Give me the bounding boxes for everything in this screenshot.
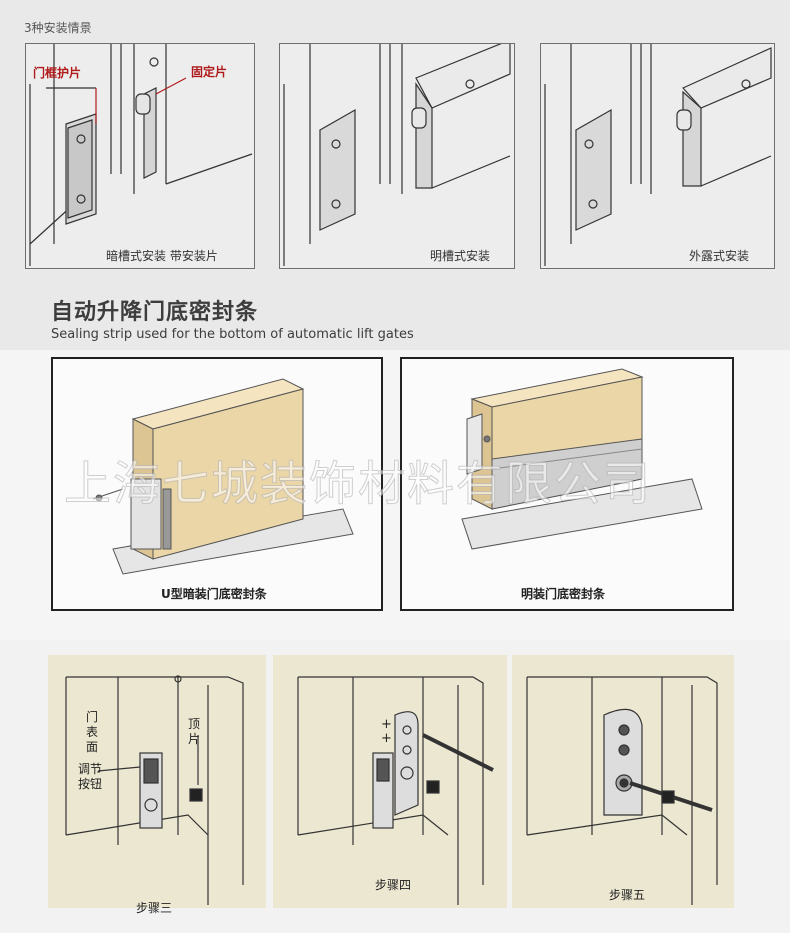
install-caption-exposed: 外露式安装 (689, 249, 750, 263)
plus-mark-two: + (381, 731, 392, 746)
step-caption-five: 步骤五 (609, 888, 646, 902)
product-caption-u-concealed: U型暗装门底密封条 (161, 587, 267, 601)
product-box-surface: 明装门底密封条 (400, 357, 734, 611)
concealed-install-illustration (29, 44, 253, 266)
step-caption-three: 步骤三 (136, 901, 173, 915)
product-box-u-concealed: U型暗装门底密封条 (51, 357, 383, 611)
exposed-install-illustration (544, 44, 772, 266)
open-groove-install-illustration (283, 44, 511, 266)
u-concealed-strip-illustration (92, 378, 354, 575)
company-watermark: 上海七城装饰材料有限公司 (64, 457, 652, 513)
step-caption-four: 步骤四 (375, 878, 412, 892)
install-panel-open-groove: 明槽式安装 (279, 43, 515, 269)
install-caption-concealed: 暗槽式安装 带安装片 (106, 249, 218, 263)
install-panel-concealed: 门框护片 固定片 暗槽式安装 带安装片 (25, 43, 255, 269)
surface-strip-illustration (461, 368, 703, 550)
page-subtitle: Sealing strip used for the bottom of aut… (51, 327, 414, 342)
step-panel-four: + + 步骤四 (273, 655, 507, 908)
product-caption-surface: 明装门底密封条 (521, 587, 606, 601)
label-door-face: 门表面 (86, 710, 99, 754)
callout-fixing-piece: 固定片 (191, 65, 228, 79)
label-adjust-button: 调节按钮 (78, 762, 103, 791)
callout-frame-guard: 门框护片 (33, 66, 82, 80)
page-title: 自动升降门底密封条 (51, 300, 259, 325)
install-panel-exposed: 外露式安装 (540, 43, 775, 269)
step-panel-three: 门表面 调节按钮 顶片 步骤三 (48, 655, 266, 915)
step-four-illustration (297, 676, 494, 905)
label-top-piece: 顶片 (188, 717, 201, 746)
plus-mark-one: + (381, 717, 392, 732)
step-five-illustration (526, 676, 718, 905)
step-panel-five: 步骤五 (512, 655, 734, 908)
intro-label: 3种安装情景 (24, 21, 92, 35)
step-three-illustration (65, 675, 244, 905)
install-caption-open-groove: 明槽式安装 (430, 249, 491, 263)
